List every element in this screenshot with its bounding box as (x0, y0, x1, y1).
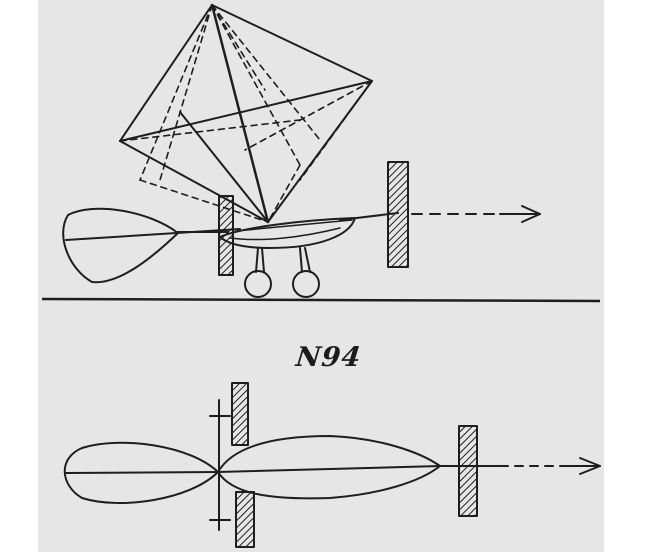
sail-mast (210, 3, 270, 224)
ground-line (41, 297, 601, 303)
tail-surface (62, 207, 179, 284)
rear-frame-lower (235, 491, 255, 548)
rear-lobe (63, 441, 219, 504)
rear-wheel (244, 270, 272, 298)
front-wheel (292, 270, 320, 298)
gondola-hull (219, 217, 356, 249)
figure-label: N94 (294, 342, 363, 373)
sail-rigging (119, 4, 373, 223)
front-frame-top-view (458, 425, 478, 517)
rear-frame-upper (231, 382, 249, 446)
tail-boom (65, 228, 241, 241)
top-view-aircraft (63, 382, 601, 548)
paper-sheet (38, 0, 604, 552)
side-view-aircraft (62, 3, 541, 298)
front-frame (387, 161, 409, 268)
